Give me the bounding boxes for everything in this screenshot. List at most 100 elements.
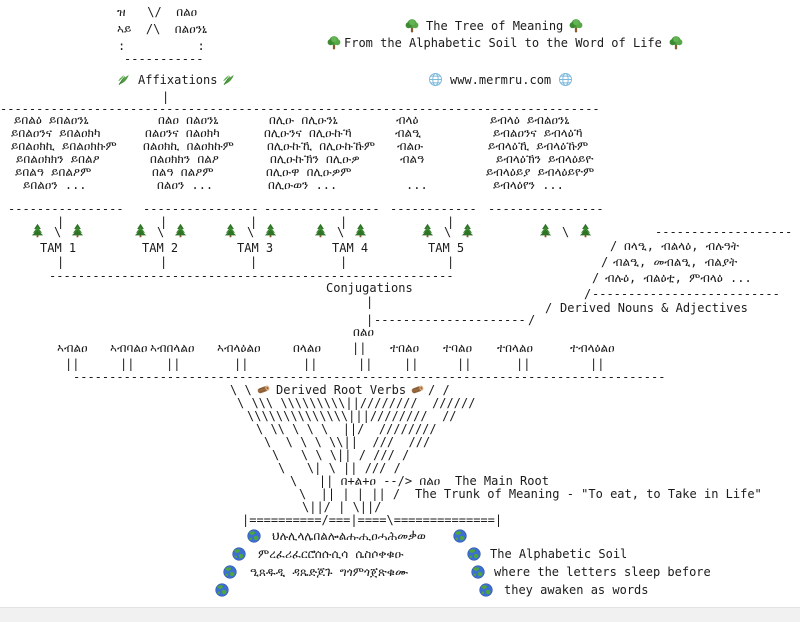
derived-stem: || <box>352 341 367 355</box>
earth-globe-icon <box>452 528 468 544</box>
stem-pipes: || <box>457 357 472 371</box>
deciduous-tree-icon <box>404 18 420 34</box>
derived-nouns-line: በላዒ, ብልላዕ, ብሉዓት <box>624 239 739 253</box>
ladder-slash: / <box>592 271 600 285</box>
tam3-divider: ---------------- <box>264 202 380 216</box>
stem-pipes: || <box>358 357 373 371</box>
evergreen-tree-icon <box>460 223 475 238</box>
derived-stem: ኣብበላልዐ <box>150 341 195 355</box>
tam1-divider: ---------------- <box>8 202 124 216</box>
tam1-forms-line: ይበልዕ ይበልዐንኒ <box>14 113 89 127</box>
evergreen-tree-icon <box>30 223 45 238</box>
branch-backslash: \ <box>337 225 345 239</box>
conjugations-label: Conjugations <box>326 281 413 295</box>
deciduous-tree-icon <box>326 35 342 51</box>
soil-caption-line: where the letters sleep before <box>494 565 711 579</box>
tam2-forms-line: በልዐን ... <box>157 178 214 192</box>
seed-words: ዝ \/ በልዐ <box>117 5 198 19</box>
derived-nouns-line: ብሉዕ, ብልዕቲ, ምብላዕ ... <box>605 271 752 285</box>
tam3-forms-line: በሊዑዋ በሊዑዎም <box>266 165 352 179</box>
tam2-forms-line: በልዐ በልዐንኒ <box>158 113 219 127</box>
tam5-forms-line: ይብልዐንና ይብላዕኻ <box>493 126 583 140</box>
tam3-forms-line: በሊዑወን ... <box>268 178 338 192</box>
herb-icon <box>221 72 236 87</box>
derived-stem: ተበልዐ <box>390 341 420 355</box>
tam2-forms-line: በልዐንና በልዐክካ <box>145 126 220 140</box>
funnel-edge: / / <box>428 383 450 397</box>
derived-nouns-top-divider: ------------------- <box>655 225 793 239</box>
connector-pipe: | <box>366 313 374 327</box>
funnel-row: \ \\ \ \ \ ||/ //////// <box>256 422 437 436</box>
affixations-stem: | <box>162 90 170 104</box>
derived-stem: ተባልዐ <box>443 341 473 355</box>
branch-backslash: \ <box>54 225 62 239</box>
tam4-riser: | <box>340 215 348 229</box>
derived-stem: በላልዐ <box>293 341 321 355</box>
tam4-forms-line: ብልዓ <box>400 152 425 166</box>
page-subtitle: From the Alphabetic Soil to the Word of … <box>344 36 662 50</box>
deciduous-tree-icon <box>568 18 584 34</box>
evergreen-tree-icon <box>420 223 435 238</box>
tam2-forms-line: በልዐክክን በልዖ <box>150 152 219 166</box>
main-root-label: The Main Root <box>455 474 549 488</box>
website-link[interactable]: www.mermru.com <box>450 73 552 87</box>
funnel-row: \ \ \ \ \\|| /// /// <box>264 435 431 449</box>
tam3-stem: | <box>250 255 258 269</box>
tam4-stem: | <box>340 255 348 269</box>
derived-stem: ኣብላዕልዐ <box>217 341 261 355</box>
tam2-stem: | <box>160 255 168 269</box>
wood-log-icon <box>256 382 271 397</box>
tam5-forms-line: ይብላዕ ይብልዐንኒ <box>490 113 570 127</box>
tam3-forms-line: በሊዑ በሊዑንኒ <box>269 113 338 127</box>
affixations-label: Affixations <box>138 73 218 87</box>
tam3-riser: | <box>250 215 258 229</box>
tam4-forms-line: ብልዒ <box>395 126 422 140</box>
earth-globe-icon <box>231 546 247 562</box>
wood-log-icon <box>410 382 425 397</box>
tam2-label: TAM 2 <box>142 241 179 255</box>
soil-letters-row: ምረፈሪፈርሮሰሱሲሳ ሴስሶቀቁዑ <box>258 547 404 561</box>
funnel-row: \ \\\ \\\\\\\\\||//////// ////// <box>237 396 476 410</box>
seed-divider: ----------- <box>124 52 204 66</box>
deciduous-tree-icon <box>668 35 684 51</box>
evergreen-tree-icon <box>223 223 238 238</box>
main-root-word: በልዐ <box>353 325 374 339</box>
seed-words: ኣይ /\ በልዐንኒ <box>117 22 208 36</box>
tam5-divider: ---------------- <box>488 202 604 216</box>
tam5-forms-line: ይብላዕኽን ይብላዕይዮ <box>496 152 594 166</box>
derived-stem: ተብላዕልዐ <box>570 341 615 355</box>
ladder-slash: / <box>610 239 618 253</box>
derived-stem: ኣብባልዐ <box>110 341 148 355</box>
funnel-row: \ \| \ || /// / <box>278 461 401 475</box>
ladder-slash: / <box>528 313 536 327</box>
derived-verbs-divider: ----------------------------------------… <box>73 370 666 384</box>
evergreen-tree-icon <box>538 223 553 238</box>
evergreen-tree-icon <box>173 223 188 238</box>
tam1-forms-line: ይበልዓ ይበልዖም <box>15 165 92 179</box>
soil-letters-row: ዒጸዱዲ ዳጼድጆጉ ግጎምጎጀጽቁሙ <box>250 565 409 579</box>
soil-caption-line: they awaken as words <box>504 583 649 597</box>
tam3-forms-line: በሊዑንና በሊዑኩኻ <box>264 126 352 140</box>
tam5-forms-line: ይብላዕየን ... <box>493 178 564 192</box>
evergreen-tree-icon <box>353 223 368 238</box>
funnel-row: \\\\\\\\\\\\\\|||//////// // <box>247 409 457 423</box>
stem-pipes: || <box>234 357 249 371</box>
window-bottom-edge <box>0 607 800 622</box>
tam2-forms-line: በልዓ በልዖም <box>152 165 214 179</box>
earth-globe-icon <box>222 564 238 580</box>
tam1-forms-line: ይበልዐንና ይበልዐክካ <box>11 126 101 140</box>
tam2-riser: | <box>160 215 168 229</box>
earth-globe-icon <box>466 546 482 562</box>
globe-meridians-icon <box>558 72 573 87</box>
derived-nouns-label: Derived Nouns & Adjectives <box>560 301 748 315</box>
tam5-forms-line: ይብላዕኺ ይብላዕኹም <box>488 139 589 153</box>
seed-roots-dots: : : <box>118 39 205 53</box>
earth-globe-icon <box>214 582 230 598</box>
stem-pipes: || <box>516 357 531 371</box>
branch-backslash: \ <box>247 225 255 239</box>
tam4-forms-line: ብላዕ <box>396 113 419 127</box>
funnel-edge: \ \ <box>230 383 252 397</box>
stem-pipes: || <box>303 357 318 371</box>
tam1-label: TAM 1 <box>40 241 77 255</box>
